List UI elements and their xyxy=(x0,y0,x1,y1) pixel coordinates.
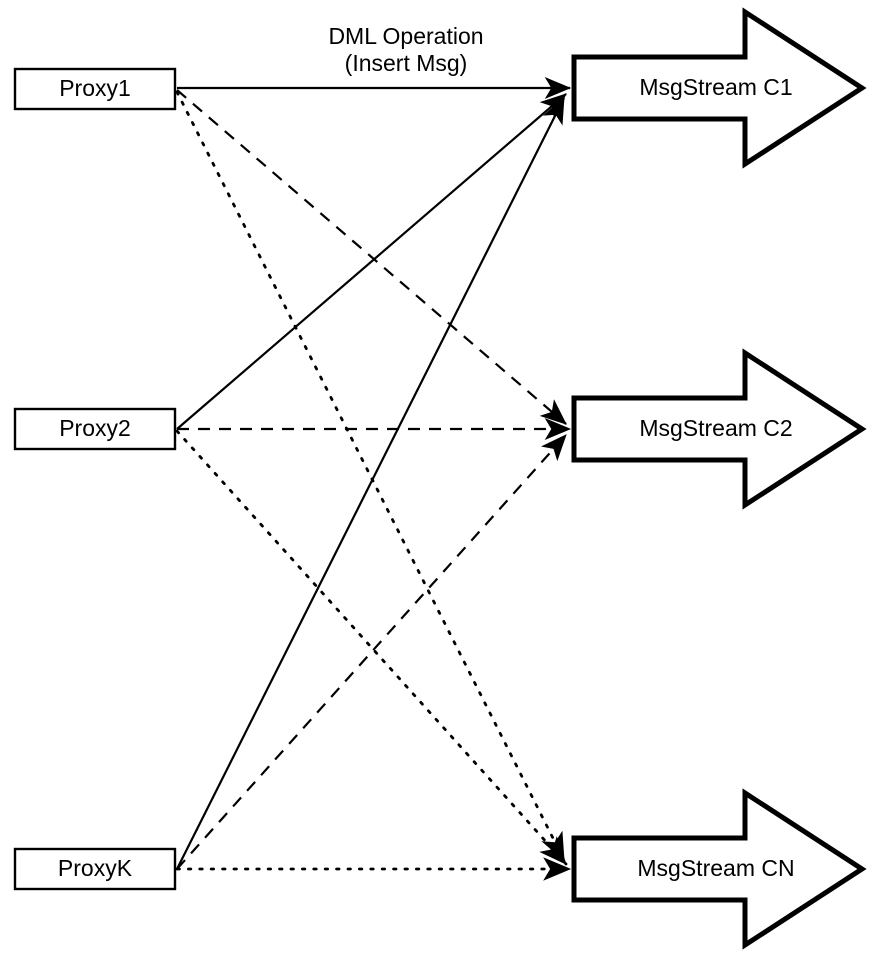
stream-arrow-shape-c2 xyxy=(571,348,867,510)
stream-arrow-shape-cn xyxy=(571,788,867,950)
edges-layer xyxy=(175,77,572,881)
proxy-node-proxyk[interactable]: ProxyK xyxy=(13,847,177,891)
edge-proxy1-to-stream-cn[interactable] xyxy=(175,90,566,862)
proxies-layer: Proxy1 Proxy2 ProxyK xyxy=(13,67,177,891)
proxy-node-proxy2[interactable]: Proxy2 xyxy=(13,407,177,451)
proxy-node-proxy1[interactable]: Proxy1 xyxy=(13,67,177,111)
stream-label-c2: MsgStream C2 xyxy=(639,415,792,441)
edge-caption-line-2: (Insert Msg) xyxy=(345,50,468,76)
proxy-label-proxy2: Proxy2 xyxy=(59,415,131,441)
edge-proxy1-to-stream-c2[interactable] xyxy=(176,89,567,425)
proxy-box-proxy2 xyxy=(13,407,177,451)
edge-proxy2-to-stream-c1[interactable] xyxy=(176,93,567,430)
stream-node-cn[interactable]: MsgStream CN xyxy=(571,788,867,950)
edge-proxyk-to-stream-c1[interactable] xyxy=(176,97,565,870)
edge-caption-group: DML Operation (Insert Msg) xyxy=(328,23,483,76)
proxy-box-proxyk xyxy=(13,847,177,891)
streams-layer: MsgStream C1 MsgStream C2 MsgStream CN xyxy=(571,7,867,950)
edge-proxy2-to-stream-cn[interactable] xyxy=(175,429,568,866)
edge-proxyk-to-stream-c2[interactable] xyxy=(176,434,567,870)
edge-caption-line-1: DML Operation xyxy=(328,23,483,49)
proxy-label-proxyk: ProxyK xyxy=(58,855,133,881)
stream-label-c1: MsgStream C1 xyxy=(639,74,792,100)
proxy-label-proxy1: Proxy1 xyxy=(59,75,131,101)
stream-arrow-shape-c1 xyxy=(571,7,867,169)
stream-label-cn: MsgStream CN xyxy=(637,855,794,881)
proxy-box-proxy1 xyxy=(13,67,177,111)
stream-node-c1[interactable]: MsgStream C1 xyxy=(571,7,867,169)
stream-node-c2[interactable]: MsgStream C2 xyxy=(571,348,867,510)
